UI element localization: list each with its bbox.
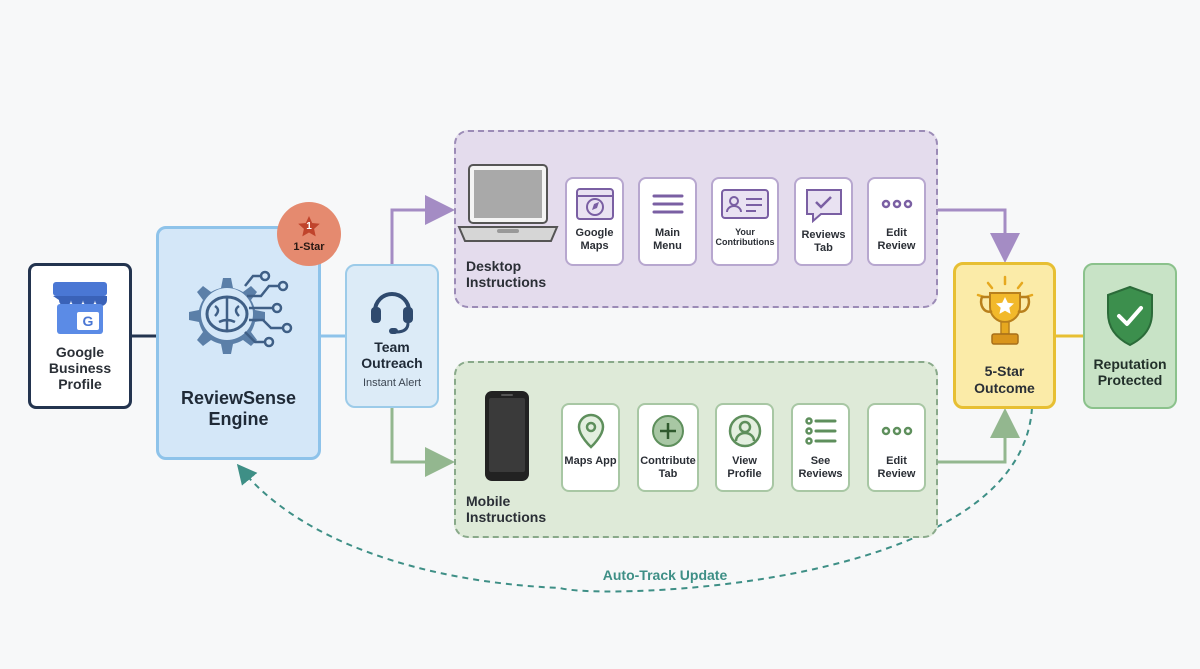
google-business-profile-node: G Google Business Profile (28, 263, 132, 409)
mobile-step-view-profile: View Profile (715, 403, 774, 492)
smartphone-icon (485, 391, 529, 481)
reputation-label: Reputation Protected (1093, 355, 1167, 388)
team-label: Team Outreach (361, 338, 423, 371)
step-label: See Reviews (798, 455, 843, 480)
laptop-icon (457, 164, 559, 242)
badge-label: 1-Star (293, 240, 325, 253)
list-icon (804, 417, 836, 445)
engine-label: ReviewSense Engine (180, 388, 297, 429)
menu-icon (652, 194, 683, 214)
arrow-mobile-outcome (938, 408, 1020, 464)
ai-gear-brain-icon (188, 271, 292, 355)
mobile-step-maps-app: Maps App (561, 403, 620, 492)
mobile-title: Mobile Instructions (466, 493, 547, 526)
arrow-to-mobile (390, 408, 455, 477)
review-check-icon (805, 189, 842, 223)
desktop-step-edit-review: Edit Review (867, 177, 926, 266)
star-icon (298, 215, 320, 237)
headset-icon (371, 291, 413, 334)
arrow-desktop-outcome (938, 208, 1020, 263)
desktop-step-google-maps: Google Maps (565, 177, 624, 266)
trophy-icon (976, 276, 1033, 346)
desktop-step-your-contributions: Your Contributions (711, 177, 779, 266)
reputation-protected-node: Reputation Protected (1083, 263, 1177, 409)
auto-track-update-label: Auto-Track Update (602, 567, 728, 583)
step-label: Edit Review (877, 455, 916, 480)
step-label: View Profile (727, 455, 762, 480)
desktop-step-main-menu: Main Menu (638, 177, 697, 266)
mobile-step-see-reviews: See Reviews (791, 403, 850, 492)
storefront-icon: G (53, 281, 107, 334)
team-outreach-node: Team Outreach Instant Alert (345, 264, 439, 408)
team-sublabel: Instant Alert (362, 377, 422, 390)
step-label: Your Contributions (715, 227, 775, 248)
more-dots-icon (881, 199, 912, 209)
step-label: Reviews Tab (801, 229, 846, 254)
gbp-label: Google Business Profile (48, 343, 112, 393)
mobile-step-contribute-tab: Contribute Tab (637, 403, 699, 492)
plus-circle-icon (652, 415, 684, 447)
mobile-step-edit-review: Edit Review (867, 403, 926, 492)
id-card-icon (721, 189, 769, 219)
reviewsense-engine-node: ReviewSense Engine (156, 226, 321, 460)
arrow-to-desktop (390, 195, 455, 264)
step-label: Main Menu (653, 227, 682, 252)
compass-window-icon (575, 188, 614, 220)
step-label: Edit Review (877, 227, 916, 252)
step-label: Google Maps (575, 227, 614, 252)
shield-check-icon (1107, 285, 1153, 347)
badge-number: 1 (306, 220, 312, 232)
desktop-title: Desktop Instructions (466, 258, 547, 291)
desktop-step-reviews-tab: Reviews Tab (794, 177, 853, 266)
one-star-badge: 1 1-Star (277, 202, 341, 266)
profile-icon (728, 414, 761, 448)
step-label: Maps App (564, 455, 617, 467)
map-pin-icon (577, 413, 604, 449)
outcome-label: 5-Star Outcome (974, 363, 1035, 396)
more-dots-icon (881, 426, 912, 436)
step-label: Contribute Tab (640, 455, 696, 480)
five-star-outcome-node: 5-Star Outcome (953, 262, 1056, 409)
svg-text:G: G (83, 313, 94, 329)
